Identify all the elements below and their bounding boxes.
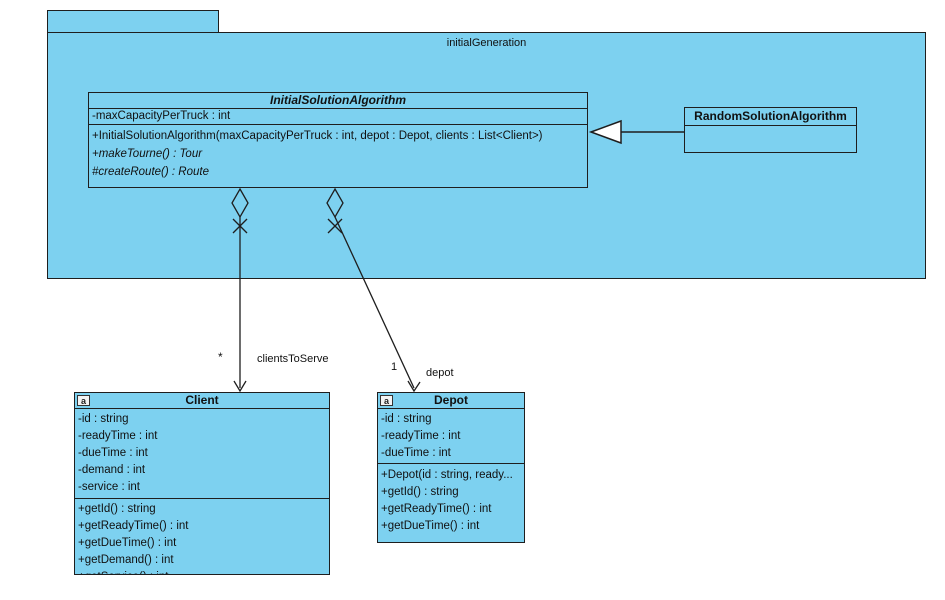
method: +getDemand() : int xyxy=(78,554,174,566)
association-label-clientsToServe: clientsToServe xyxy=(257,353,329,365)
open-arrowhead-icon xyxy=(233,380,247,393)
package-tab xyxy=(47,10,219,33)
attribute: -dueTime : int xyxy=(78,447,148,459)
attribute: -maxCapacityPerTruck : int xyxy=(92,110,231,122)
class-depot: a Depot -id : string -readyTime : int -d… xyxy=(377,392,525,543)
class-badge-icon: a xyxy=(77,395,90,406)
method: +getDueTime() : int xyxy=(381,520,480,532)
multiplicity-clients: * xyxy=(218,350,223,364)
attribute: -id : string xyxy=(381,413,432,425)
method: +getId() : string xyxy=(381,486,459,498)
method: +getId() : string xyxy=(78,503,156,515)
method: +getDueTime() : int xyxy=(78,537,177,549)
class-client: a Client -id : string -readyTime : int -… xyxy=(74,392,330,575)
open-arrowhead-icon xyxy=(407,380,421,393)
class-badge-icon: a xyxy=(380,395,393,406)
multiplicity-depot: 1 xyxy=(391,361,398,373)
class-title: Depot xyxy=(434,393,468,407)
attribute: -readyTime : int xyxy=(381,430,461,442)
class-initial-solution-algorithm: InitialSolutionAlgorithm -maxCapacityPer… xyxy=(88,92,588,188)
package-name: initialGeneration xyxy=(446,37,527,49)
attribute: -dueTime : int xyxy=(381,447,451,459)
method: +InitialSolutionAlgorithm(maxCapacityPer… xyxy=(92,130,543,142)
attribute: -service : int xyxy=(78,481,140,493)
method-clipped: +getService() : int xyxy=(75,569,329,574)
method: +Depot(id : string, ready... xyxy=(381,469,513,481)
class-title: RandomSolutionAlgorithm xyxy=(685,108,856,126)
association-label-depot: depot xyxy=(426,367,454,379)
attribute: -readyTime : int xyxy=(78,430,158,442)
attribute: -id : string xyxy=(78,413,129,425)
class-title: Client xyxy=(185,393,219,407)
method: +makeTourne() : Tour xyxy=(92,148,203,160)
class-title: InitialSolutionAlgorithm xyxy=(89,93,587,109)
class-random-solution-algorithm: RandomSolutionAlgorithm xyxy=(684,107,857,153)
method: +getReadyTime() : int xyxy=(381,503,492,515)
method: +getReadyTime() : int xyxy=(78,520,189,532)
method: #createRoute() : Route xyxy=(92,166,209,178)
attribute: -demand : int xyxy=(78,464,146,476)
